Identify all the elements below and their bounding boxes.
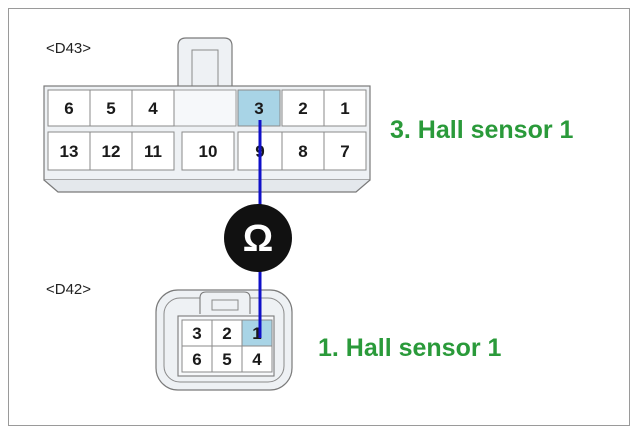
d43-pin-2-label: 2 bbox=[298, 99, 307, 118]
ohmmeter-icon bbox=[224, 204, 292, 272]
d43-rail bbox=[43, 179, 371, 193]
d42-pin-5-label: 5 bbox=[222, 350, 231, 369]
d43-pin-7-cell bbox=[323, 131, 367, 171]
d42-pin-grid: 3 2 1 6 5 4 bbox=[181, 319, 273, 373]
d43-latch bbox=[177, 37, 233, 86]
ohm-symbol: Ω bbox=[243, 218, 273, 260]
d43-pin-8-label: 8 bbox=[298, 142, 307, 161]
d43-pin-7-label: 7 bbox=[340, 142, 349, 161]
d43-pin-11-label: 11 bbox=[144, 142, 162, 161]
d43-pin-11-cell bbox=[131, 131, 175, 171]
d43-pin-13-label: 13 bbox=[60, 142, 79, 161]
d43-pin-4-cell bbox=[131, 89, 175, 127]
ohmmeter: Ω bbox=[224, 204, 292, 272]
d43-pin-8-cell bbox=[281, 131, 325, 171]
d42-connector-name: <D42> bbox=[46, 281, 92, 298]
d43-pin-12-label: 12 bbox=[102, 142, 121, 161]
d43-pin-caption: 3. Hall sensor 1 bbox=[390, 116, 574, 144]
d42-pin-4-label: 4 bbox=[252, 350, 262, 369]
d42-pin-6-cell bbox=[181, 345, 213, 373]
d42-pin-1-cell bbox=[241, 319, 273, 347]
d42-latch bbox=[199, 291, 251, 314]
d42-pin-4-cell bbox=[241, 345, 273, 373]
d43-pin-5-label: 5 bbox=[106, 99, 115, 118]
d43-pin-5-cell bbox=[89, 89, 133, 127]
d42-pin-1-label: 1 bbox=[252, 324, 261, 343]
d43-pin-13-cell bbox=[47, 131, 91, 171]
d43-latch-inner bbox=[191, 49, 219, 86]
d43-pin-4-label: 4 bbox=[148, 99, 158, 118]
d42-latch-slot bbox=[211, 299, 239, 311]
d43-pin-10-cell bbox=[181, 131, 235, 171]
d43-pin-grid: 65432113121110987 bbox=[47, 89, 367, 171]
d43-pin-6-label: 6 bbox=[64, 99, 73, 118]
d42-pin-6-label: 6 bbox=[192, 350, 201, 369]
d43-pin-3-label: 3 bbox=[254, 99, 263, 118]
d43-connector-name: <D43> bbox=[46, 40, 92, 57]
d42-pin-caption: 1. Hall sensor 1 bbox=[318, 334, 502, 362]
d43-pin-10-label: 10 bbox=[199, 142, 218, 161]
d42-pin-3-cell bbox=[181, 319, 213, 347]
diagram-frame bbox=[8, 8, 630, 426]
d43-pin-1-label: 1 bbox=[340, 99, 349, 118]
d43-pin-1-cell bbox=[323, 89, 367, 127]
d42-pin-3-label: 3 bbox=[192, 324, 201, 343]
d43-gap bbox=[173, 89, 237, 127]
d42-pin-2-label: 2 bbox=[222, 324, 231, 343]
